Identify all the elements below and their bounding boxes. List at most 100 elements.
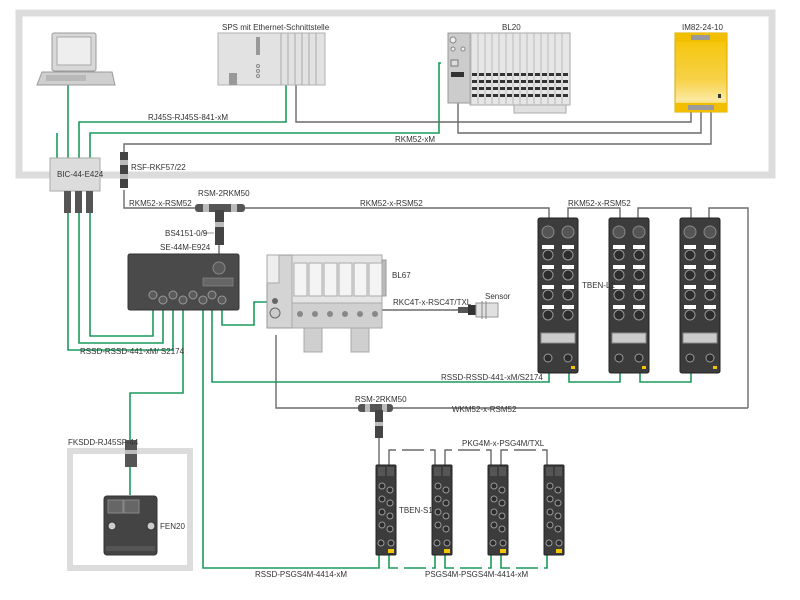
- tben-l1-label-strip: [704, 305, 716, 309]
- tben-l1-io-port: [562, 289, 574, 301]
- bl20-terminal: [549, 80, 554, 83]
- tben-l1-io-port: [633, 309, 645, 321]
- tben-s1-eth-port: [555, 539, 563, 547]
- bl67-module: [368, 262, 383, 297]
- cable-label-rssd-left: RSSD-RSSD-441-xM/ S2174: [80, 347, 185, 356]
- tben-l1-label-strip: [562, 245, 574, 249]
- tben-s1-power-port: [546, 467, 553, 476]
- tben-l1-display: [611, 332, 647, 344]
- tben-s1-power-port: [387, 467, 394, 476]
- tben-s1-io-port: [554, 486, 562, 494]
- tben-s1-eth-port: [443, 539, 451, 547]
- tben-s1-io-port: [434, 521, 442, 529]
- fksdd-label: FKSDD-RJ45SF-44: [68, 438, 139, 447]
- fen20-icon: [103, 495, 158, 556]
- tben-l1-io-port: [704, 309, 716, 321]
- tben-s1-io-port: [386, 512, 394, 520]
- bl20-terminal: [493, 94, 498, 97]
- tben-l1-label-strip: [684, 285, 696, 289]
- bl67-port: [357, 311, 363, 317]
- tben-s1-power-port: [443, 467, 450, 476]
- power-supply-icon: [674, 32, 728, 113]
- tben-l1-label-strip: [684, 305, 696, 309]
- fksdd-connector-icon: [125, 440, 137, 467]
- tben-s1-io-port: [442, 512, 450, 520]
- se-port: [148, 290, 158, 300]
- tben-s1-led: [556, 549, 562, 553]
- tben-s1-io-port: [546, 521, 554, 529]
- tben-s1-io-port: [378, 482, 386, 490]
- bic-switch-label: BIC-44-E424: [57, 170, 104, 179]
- tben-l1-label-strip: [613, 245, 625, 249]
- rsm-top-connector-icon: [195, 204, 245, 245]
- tben-s1-eth-port: [387, 539, 395, 547]
- fen20-label: FEN20: [160, 522, 185, 531]
- tben-l1-io-port: [542, 289, 554, 301]
- tben-l1-io-port: [542, 249, 554, 261]
- tben-l1-io-port: [704, 289, 716, 301]
- tben-l1-eth-port: [685, 353, 695, 363]
- se-port: [168, 290, 178, 300]
- bl20-terminal: [542, 73, 547, 76]
- bl20-terminal: [563, 87, 568, 90]
- bl20-terminal: [549, 87, 554, 90]
- tben-s1-io-port: [498, 512, 506, 520]
- tben-l1-io-port: [613, 289, 625, 301]
- tben-l1-io-port: [613, 309, 625, 321]
- tben-s1-io-port: [554, 525, 562, 533]
- tben-l1-power-port: [541, 225, 555, 239]
- tben-l1-label-strip: [613, 285, 625, 289]
- control-cabinet-frame: [15, 9, 776, 179]
- rsm-bottom-label: RSM-2RKM50: [355, 395, 407, 404]
- tben-l1-io-port: [562, 309, 574, 321]
- bl20-terminal: [556, 94, 561, 97]
- bl67-port: [372, 311, 378, 317]
- tben-l1-power-port: [632, 225, 646, 239]
- tben-s1-io-port: [378, 521, 386, 529]
- tben-l1-label-strip: [562, 305, 574, 309]
- bl20-terminal: [479, 87, 484, 90]
- bl67-module: [323, 262, 338, 297]
- tben-s1-io-port: [386, 499, 394, 507]
- bl20-terminal: [528, 80, 533, 83]
- tben-l1-io-port: [704, 249, 716, 261]
- tben-l1-eth-port: [614, 353, 624, 363]
- tben-l1-power-port: [683, 225, 697, 239]
- tben-l1-label-strip: [542, 245, 554, 249]
- cable-bl20-power: [457, 80, 702, 134]
- bl20-terminal: [542, 94, 547, 97]
- cable-rssd-1: [67, 212, 174, 351]
- cable-rkm52-rsm52-mid: [245, 207, 550, 218]
- bl20-terminal: [493, 87, 498, 90]
- bl20-terminal: [535, 73, 540, 76]
- tben-s1-led: [444, 549, 450, 553]
- tben-l1-label-strip: [704, 245, 716, 249]
- bl20-terminal: [521, 80, 526, 83]
- bl20-terminal: [500, 73, 505, 76]
- bl20-terminal: [521, 94, 526, 97]
- tben-s1-io-port: [546, 495, 554, 503]
- bl67-port: [342, 311, 348, 317]
- bl20-terminal: [535, 87, 540, 90]
- sensor-label: Sensor: [485, 292, 511, 301]
- cable-rssd-3: [89, 212, 154, 337]
- bl20-terminal: [549, 73, 554, 76]
- tben-l1-led: [642, 366, 646, 369]
- se-port: [198, 295, 208, 305]
- tben-s1-label: TBEN-S1: [399, 506, 433, 515]
- tben-l1-io-port: [633, 269, 645, 281]
- tben-s1-power-port: [490, 467, 497, 476]
- tben-l1-eth-port: [705, 353, 715, 363]
- bl20-terminal: [521, 73, 526, 76]
- tben-s1-io-port: [386, 486, 394, 494]
- bl20-terminal: [507, 87, 512, 90]
- tben-s1-io-port: [490, 482, 498, 490]
- bl20-terminal: [507, 73, 512, 76]
- bl20-terminal: [493, 80, 498, 83]
- tben-l1-label-strip: [704, 265, 716, 269]
- tben-l1-io-port: [542, 309, 554, 321]
- tben-l1-io-port: [704, 269, 716, 281]
- tben-l1-io-port: [562, 249, 574, 261]
- bl20-terminal: [528, 87, 533, 90]
